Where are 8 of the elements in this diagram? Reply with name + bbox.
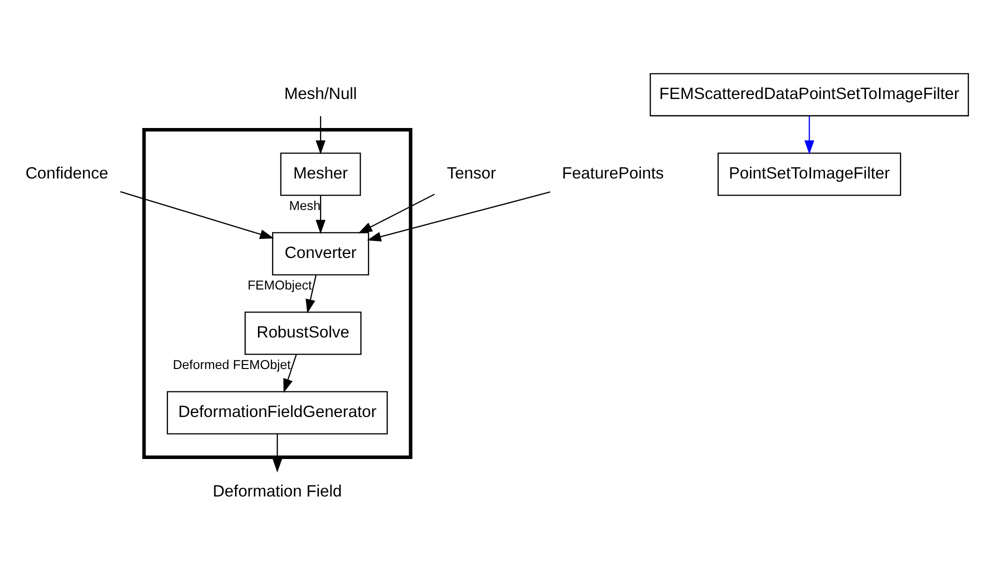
node-text: Tensor: [446, 164, 496, 183]
node-text: Mesh/Null: [284, 85, 357, 104]
edge-label: Mesh: [289, 198, 321, 213]
edge-label: Deformed FEMObjet: [172, 356, 291, 372]
node-text: Deformation Field: [212, 482, 342, 501]
node-text: Confidence: [25, 164, 108, 183]
node-text: FeaturePoints: [562, 164, 664, 183]
edge-label: FEMObject: [248, 277, 312, 292]
